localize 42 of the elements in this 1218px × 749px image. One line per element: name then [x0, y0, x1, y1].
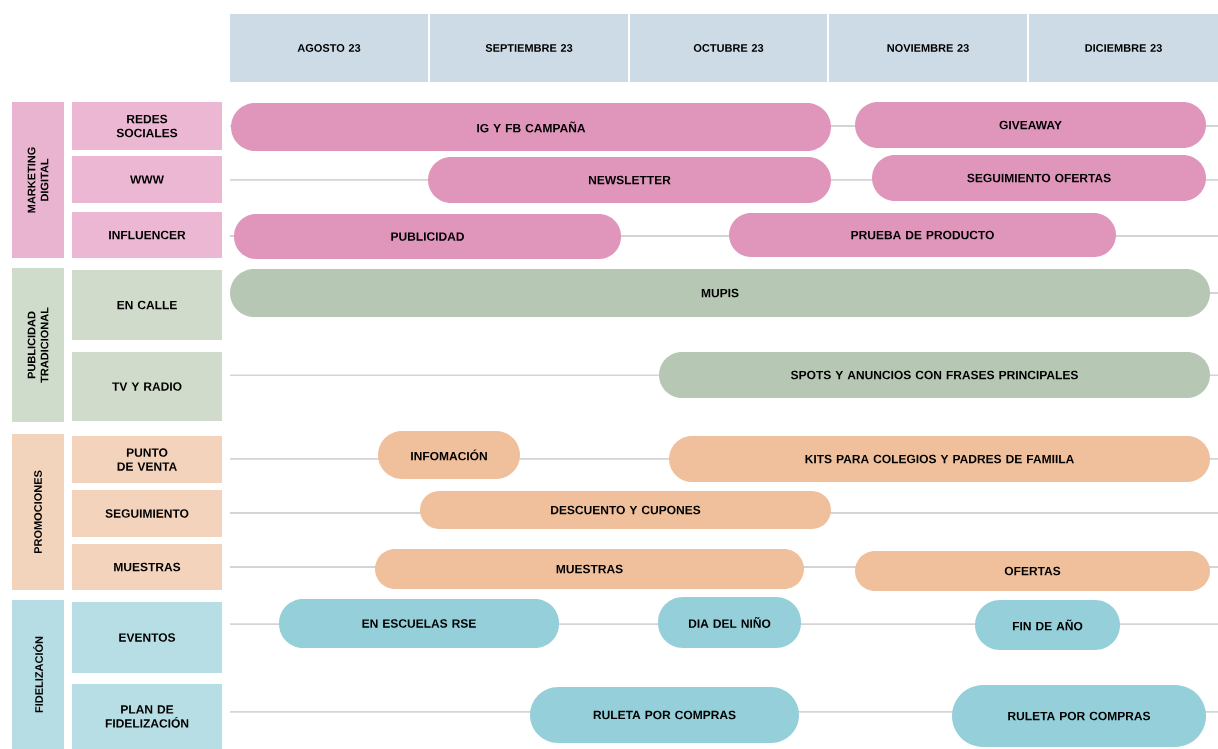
timeline-bar: DESCUENTO Y CUPONES	[420, 491, 831, 529]
timeline-bar: OFERTAS	[855, 551, 1210, 591]
timeline-bar: MUESTRAS	[375, 549, 804, 589]
timeline-bar: PRUEBA DE PRODUCTO	[729, 213, 1116, 257]
timeline-bar: GIVEAWAY	[855, 102, 1206, 148]
row-label-cell: REDES SOCIALES	[72, 102, 222, 150]
row-label-cell: PUNTO DE VENTA	[72, 436, 222, 483]
month-header-cell: OCTUBRE 23	[630, 14, 827, 82]
row-label-cell: EN CALLE	[72, 270, 222, 340]
timeline-bar: INFOMACIÓN	[378, 431, 520, 479]
month-header-cell: SEPTIEMBRE 23	[430, 14, 628, 82]
node-label: AGOSTO 23	[297, 44, 361, 52]
category-band: MARKETING DIGITAL	[12, 102, 64, 258]
row-label-cell: SEGUIMIENTO	[72, 490, 222, 537]
timeline-bar: DIA DEL NIÑO	[658, 597, 801, 648]
node-label: DICIEMBRE 23	[1085, 44, 1162, 52]
timeline-bar: RULETA POR COMPRAS	[952, 685, 1206, 747]
row-label-cell: MUESTRAS	[72, 544, 222, 590]
row-label-cell: WWW	[72, 156, 222, 203]
timeline-bar: SEGUIMIENTO OFERTAS	[872, 155, 1206, 201]
node-label: SEPTIEMBRE 23	[485, 44, 573, 52]
timeline-bar: NEWSLETTER	[428, 157, 831, 203]
row-label-cell: EVENTOS	[72, 602, 222, 673]
node-label: NOVIEMBRE 23	[887, 44, 969, 52]
timeline-bar: EN ESCUELAS RSE	[279, 599, 559, 648]
category-band: PROMOCIONES	[12, 434, 64, 590]
month-header-cell: DICIEMBRE 23	[1029, 14, 1218, 82]
timeline-bar: IG Y FB CAMPAÑA	[231, 103, 831, 151]
timeline-bar: PUBLICIDAD	[234, 214, 621, 259]
timeline-bar: FIN DE AÑO	[975, 600, 1120, 650]
timeline-bar: KITS PARA COLEGIOS Y PADRES DE FAMIILA	[669, 436, 1210, 482]
category-band: FIDELIZACIÓN	[12, 600, 64, 749]
node-label: OCTUBRE 23	[693, 44, 764, 52]
timeline-bar: MUPIS	[230, 269, 1210, 317]
row-label-cell: TV Y RADIO	[72, 352, 222, 421]
month-header-cell: AGOSTO 23	[230, 14, 428, 82]
row-label-cell: INFLUENCER	[72, 212, 222, 258]
row-label-cell: PLAN DE FIDELIZACIÓN	[72, 684, 222, 749]
timeline-bar: RULETA POR COMPRAS	[530, 687, 799, 743]
timeline-bar: SPOTS Y ANUNCIOS CON FRASES PRINCIPALES	[659, 352, 1210, 398]
category-band: PUBLICIDAD TRADICIONAL	[12, 268, 64, 422]
month-header-cell: NOVIEMBRE 23	[829, 14, 1027, 82]
